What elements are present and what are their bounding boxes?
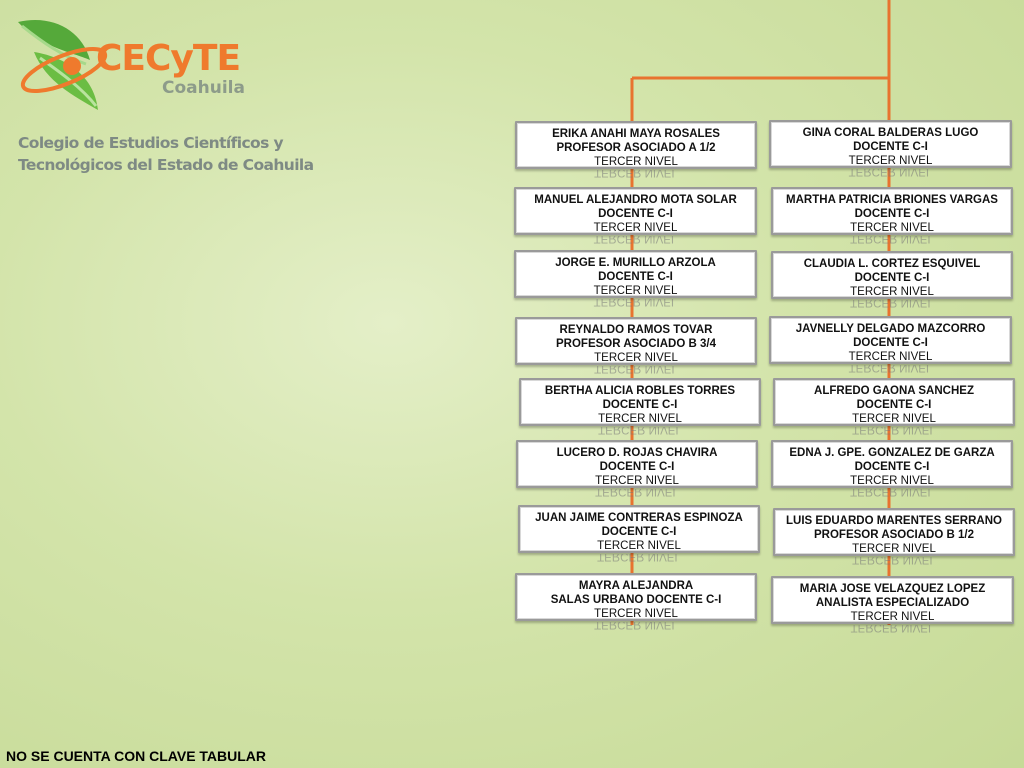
person-level: TERCER NIVEL xyxy=(850,286,934,298)
person-name: LUCERO D. ROJAS CHAVIRA xyxy=(556,447,718,459)
person-level: TERCER NIVEL xyxy=(598,413,682,425)
person-position: SALAS URBANO DOCENTE C-I xyxy=(550,594,722,606)
person-name: GINA CORAL BALDERAS LUGO xyxy=(802,127,979,139)
person-level: TERCER NIVEL xyxy=(597,540,681,552)
person-position: DOCENTE C-I xyxy=(598,208,673,220)
green-leaf-logo-icon xyxy=(18,19,108,110)
institution-line: Tecnológicos del Estado de Coahuila xyxy=(18,156,314,174)
institution-name: Colegio de Estudios Científicos y Tecnol… xyxy=(18,132,314,176)
person-name: MARIA JOSE VELAZQUEZ LOPEZ xyxy=(799,583,986,595)
person-name: CLAUDIA L. CORTEZ ESQUIVEL xyxy=(803,258,981,270)
person-position: DOCENTE C-I xyxy=(854,272,930,284)
person-name: MANUEL ALEJANDRO MOTA SOLAR xyxy=(534,194,737,206)
org-box: MARTHA PATRICIA BRIONES VARGAS DOCENTE C-… xyxy=(771,187,1013,244)
brand-name: CECyTE xyxy=(96,38,241,79)
person-position: ANALISTA ESPECIALIZADO xyxy=(815,597,970,609)
person-name: JUAN JAIME CONTRERAS ESPINOZA xyxy=(535,512,743,524)
person-level: TERCER NIVEL xyxy=(848,351,933,363)
person-name: LUIS EDUARDO MARENTES SERRANO xyxy=(786,515,1002,527)
person-name: ALFREDO GAONA SANCHEZ xyxy=(814,385,974,397)
person-level: TERCER NIVEL xyxy=(594,156,678,168)
person-level: TERCER NIVEL xyxy=(594,352,678,364)
footer-note: NO SE CUENTA CON CLAVE TABULAR xyxy=(6,748,267,764)
org-box: JUAN JAIME CONTRERAS ESPINOZA DOCENTE C-I… xyxy=(518,505,760,562)
org-box: JORGE E. MURILLO ARZOLA DOCENTE C-I TERCER… xyxy=(514,250,757,307)
org-box: MARIA JOSE VELAZQUEZ LOPEZ ANALISTA ESPEC… xyxy=(771,576,1014,633)
person-position: DOCENTE C-I xyxy=(854,208,930,220)
person-position: PROFESOR ASOCIADO B 1/2 xyxy=(814,529,974,541)
person-level: TERCER NIVEL xyxy=(852,413,936,425)
org-box: JAVNELLY DELGADO MAZCORRO DOCENTE C-I TERC… xyxy=(769,316,1012,373)
org-box: LUCERO D. ROJAS CHAVIRA DOCENTE C-I TERCER… xyxy=(516,440,758,497)
person-name: JAVNELLY DELGADO MAZCORRO xyxy=(795,323,986,335)
person-level: TERCER NIVEL xyxy=(850,475,934,487)
person-level: TERCER NIVEL xyxy=(850,611,935,623)
person-level: TERCER NIVEL xyxy=(593,285,678,297)
person-name: ERIKA ANAHI MAYA ROSALES xyxy=(552,128,720,140)
person-name: MAYRA ALEJANDRA xyxy=(578,580,694,592)
org-box: REYNALDO RAMOS TOVAR PROFESOR ASOCIADO B … xyxy=(515,317,757,374)
person-name: JORGE E. MURILLO ARZOLA xyxy=(555,257,716,269)
brand-region: Coahuila xyxy=(162,78,245,98)
person-position: DOCENTE C-I xyxy=(853,141,928,153)
org-box: GINA CORAL BALDERAS LUGO DOCENTE C-I TERCE… xyxy=(769,120,1012,177)
org-box: ERIKA ANAHI MAYA ROSALES PROFESOR ASOCIAD… xyxy=(515,121,757,178)
person-name: EDNA J. GPE. GONZALEZ DE GARZA xyxy=(789,447,995,459)
person-position: DOCENTE C-I xyxy=(599,461,675,473)
person-position: DOCENTE C-I xyxy=(854,461,930,473)
person-position: DOCENTE C-I xyxy=(601,526,677,538)
person-name: BERTHA ALICIA ROBLES TORRES xyxy=(544,385,736,397)
person-position: DOCENTE C-I xyxy=(856,399,932,411)
person-position: DOCENTE C-I xyxy=(598,271,673,283)
person-position: DOCENTE C-I xyxy=(853,337,928,349)
org-box: ALFREDO GAONA SANCHEZ DOCENTE C-I TERCER N… xyxy=(773,378,1015,435)
org-box: MANUEL ALEJANDRO MOTA SOLAR DOCENTE C-I TE… xyxy=(514,187,757,244)
institution-line: Colegio de Estudios Científicos y xyxy=(18,134,284,152)
org-box: LUIS EDUARDO MARENTES SERRANO PROFESOR AS… xyxy=(773,508,1015,565)
org-box: CLAUDIA L. CORTEZ ESQUIVEL DOCENTE C-I TER… xyxy=(771,251,1013,308)
person-level: TERCER NIVEL xyxy=(593,222,678,234)
person-position: PROFESOR ASOCIADO A 1/2 xyxy=(556,142,716,154)
person-level: TERCER NIVEL xyxy=(852,543,936,555)
person-level: TERCER NIVEL xyxy=(594,608,678,620)
person-position: PROFESOR ASOCIADO B 3/4 xyxy=(556,338,716,350)
cecyte-logo: CECyTE Coahuila Colegio de Estudios Cien… xyxy=(12,12,314,187)
org-box: BERTHA ALICIA ROBLES TORRES DOCENTE C-I TE… xyxy=(519,378,761,435)
person-position: DOCENTE C-I xyxy=(602,399,678,411)
person-level: TERCER NIVEL xyxy=(850,222,934,234)
org-box: EDNA J. GPE. GONZALEZ DE GARZA DOCENTE C-… xyxy=(771,440,1013,497)
person-name: MARTHA PATRICIA BRIONES VARGAS xyxy=(786,194,998,206)
person-name: REYNALDO RAMOS TOVAR xyxy=(559,324,713,336)
person-level: TERCER NIVEL xyxy=(595,475,679,487)
person-level: TERCER NIVEL xyxy=(848,155,933,167)
org-box: MAYRA ALEJANDRA SALAS URBANO DOCENTE C-I T… xyxy=(515,573,757,630)
